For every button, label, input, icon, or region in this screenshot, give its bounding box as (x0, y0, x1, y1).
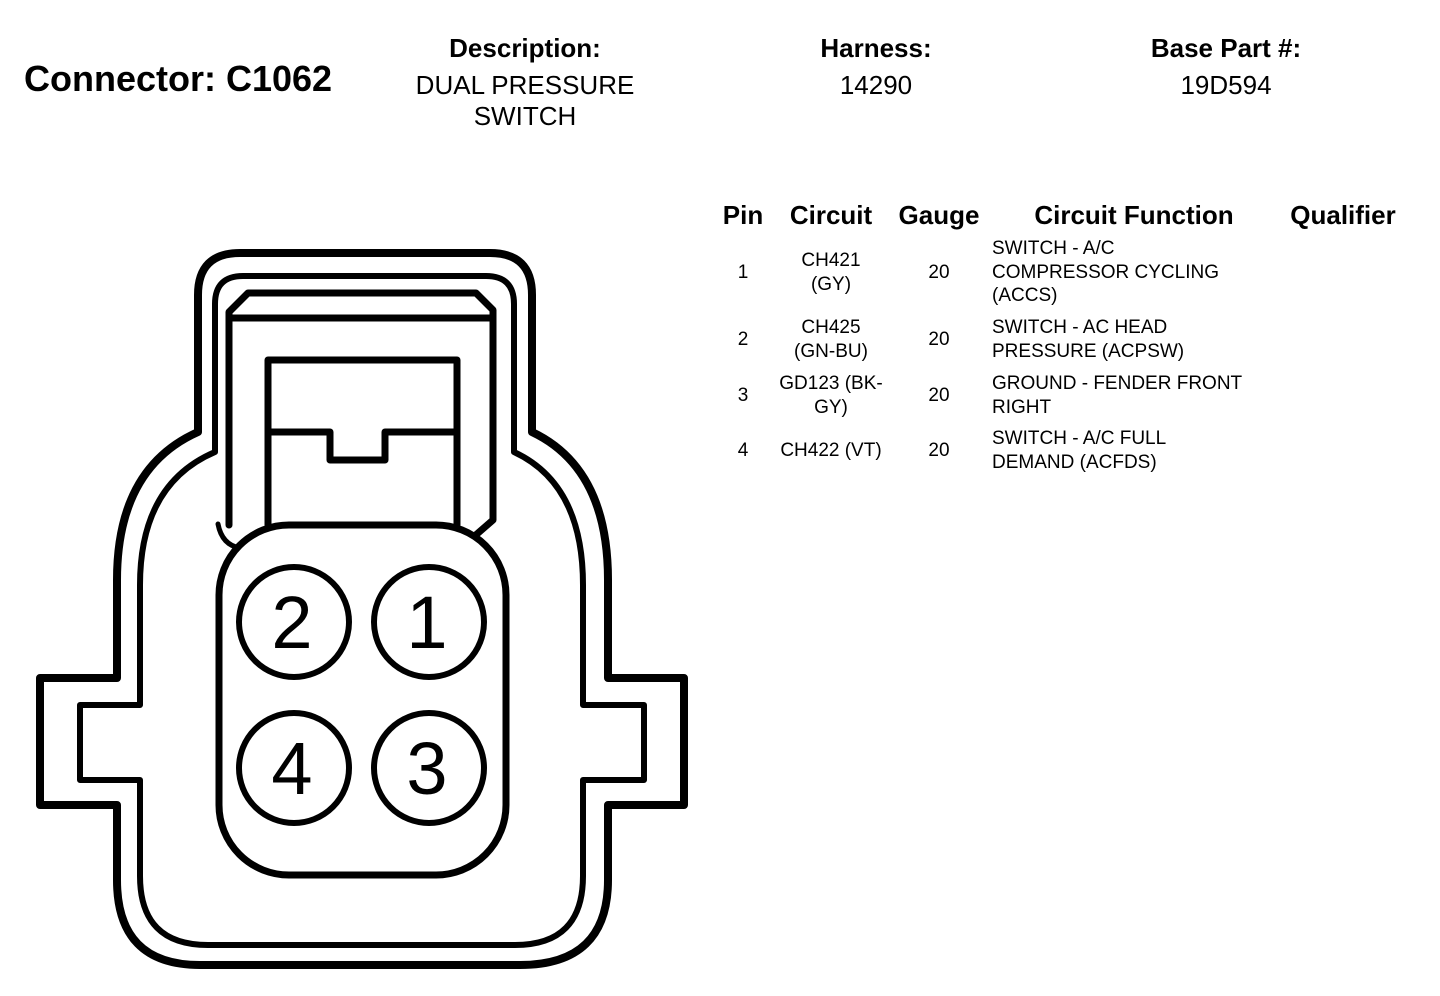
function-line: GROUND - FENDER FRONT (992, 373, 1243, 394)
harness-block: Harness: 14290 (776, 33, 976, 101)
latch-window (264, 356, 461, 529)
table-row: 1 CH421 (GY) 20 SWITCH - A/C COMPRESSOR … (0, 237, 1440, 309)
row-gauge: 20 (928, 329, 950, 350)
row-circuit: GD123 (BK- GY) (768, 372, 894, 419)
pin-4-label: 4 (271, 727, 312, 810)
description-value: DUAL PRESSURE SWITCH (390, 70, 660, 132)
table-row: 3 GD123 (BK- GY) 20 GROUND - FENDER FRON… (0, 372, 1440, 422)
row-circuit: CH421 (GY) (768, 249, 894, 296)
column-header-circuit: Circuit (789, 200, 873, 230)
column-header-pin: Pin (722, 200, 764, 230)
row-gauge: 20 (928, 262, 950, 283)
function-line: SWITCH - A/C FULL (992, 428, 1167, 449)
pin-1-label: 1 (406, 581, 447, 664)
row-function: SWITCH - AC HEAD PRESSURE (ACPSW) (992, 316, 1282, 363)
latch-outer (225, 289, 497, 544)
column-header-qualifier: Qualifier (1290, 200, 1396, 230)
function-line: (ACCS) (992, 285, 1058, 306)
table-row: 2 CH425 (GN-BU) 20 SWITCH - AC HEAD PRES… (0, 316, 1440, 366)
circuit-line: (GY) (810, 273, 852, 295)
row-circuit: CH422 (VT) (768, 439, 894, 463)
circuit-line: CH422 (VT) (780, 440, 882, 461)
row-pin: 1 (737, 262, 749, 283)
harness-value: 14290 (839, 70, 913, 100)
function-line: SWITCH - A/C (992, 238, 1115, 259)
row-function: SWITCH - A/C COMPRESSOR CYCLING (ACCS) (992, 237, 1282, 308)
circuit-line: CH425 (801, 317, 861, 338)
pin-2-circle (236, 564, 352, 680)
row-gauge: 20 (928, 440, 950, 461)
description-line-1: DUAL PRESSURE (415, 70, 635, 100)
latch-notch (264, 428, 461, 464)
description-line-2: SWITCH (473, 101, 577, 131)
row-function: GROUND - FENDER FRONT RIGHT (992, 372, 1282, 419)
function-line: PRESSURE (ACPSW) (992, 340, 1185, 362)
base-part-label: Base Part #: (1150, 33, 1302, 63)
circuit-line: GY) (814, 396, 848, 418)
row-gauge: 20 (928, 385, 950, 406)
row-pin: 2 (737, 329, 749, 350)
connector-face-diagram: 2 1 4 3 (36, 249, 688, 969)
row-circuit: CH425 (GN-BU) (768, 316, 894, 363)
column-header-gauge: Gauge (898, 200, 980, 230)
function-line: SWITCH - AC HEAD (992, 317, 1168, 338)
pin-2-label: 2 (271, 581, 312, 664)
connector-title: Connector: C1062 (24, 58, 333, 99)
circuit-line: GD123 (BK- (779, 373, 883, 394)
housing-inner-outline (77, 273, 647, 948)
function-line: DEMAND (ACFDS) (992, 451, 1157, 473)
pin-3-label: 3 (406, 727, 447, 810)
description-block: Description: DUAL PRESSURE SWITCH (390, 33, 660, 132)
row-pin: 4 (737, 440, 749, 461)
function-line: COMPRESSOR CYCLING (992, 261, 1219, 283)
function-line: RIGHT (992, 396, 1052, 418)
harness-label: Harness: (820, 33, 932, 63)
base-part-block: Base Part #: 19D594 (1126, 33, 1326, 101)
column-header-circuit-function: Circuit Function (1034, 200, 1234, 230)
row-function: SWITCH - A/C FULL DEMAND (ACFDS) (992, 427, 1282, 474)
pin-4-circle (236, 710, 352, 826)
circuit-line: CH421 (801, 250, 861, 271)
row-pin: 3 (737, 385, 749, 406)
circuit-line: (GN-BU) (794, 340, 868, 362)
base-part-value: 19D594 (1180, 70, 1272, 100)
housing-outer-outline (36, 249, 688, 969)
pin-3-circle (371, 710, 487, 826)
description-label: Description: (449, 33, 601, 63)
table-row: 4 CH422 (VT) 20 SWITCH - A/C FULL DEMAND… (0, 427, 1440, 477)
pin-1-circle (371, 564, 487, 680)
